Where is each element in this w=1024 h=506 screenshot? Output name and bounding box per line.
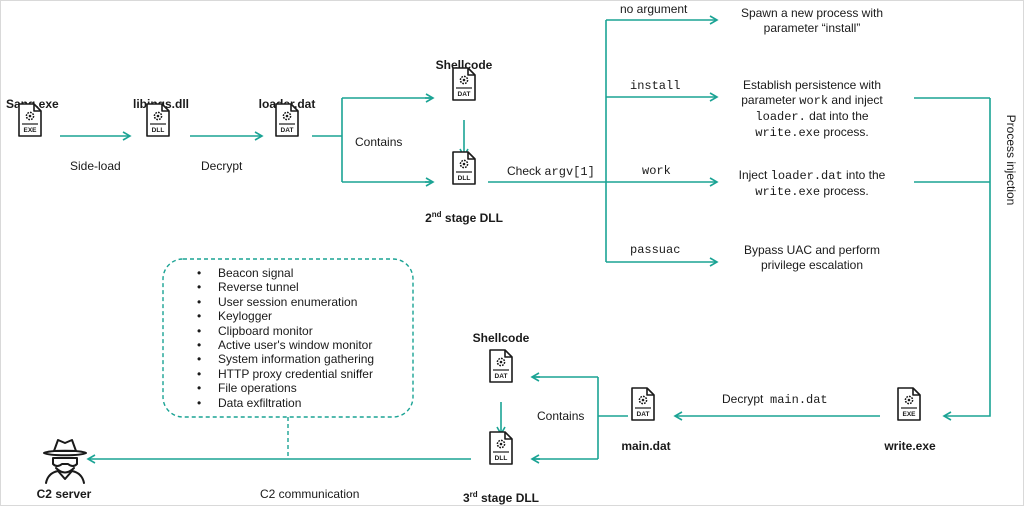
arg-install: install [630, 79, 681, 93]
capability-item: User session enumeration [197, 295, 374, 310]
capability-item: Data exfiltration [197, 396, 374, 411]
c2-communication-label: C2 communication [260, 487, 360, 501]
shellcode-top-file-icon: DAT [452, 67, 476, 101]
svg-text:DAT: DAT [637, 411, 650, 418]
svg-text:DLL: DLL [458, 175, 471, 182]
decrypt-main-label: Decrypt main.dat [722, 392, 828, 407]
svg-text:DAT: DAT [458, 91, 471, 98]
stage2-dll-label: 2nd stage DLL [425, 210, 503, 225]
stage3-file-icon: DLL [489, 431, 513, 465]
arg-passuac: passuac [630, 243, 681, 257]
capability-item: Beacon signal [197, 266, 374, 281]
svg-text:EXE: EXE [23, 127, 37, 134]
write-exe-label: write.exe [884, 439, 936, 453]
edge-contains-bottom [532, 376, 628, 460]
svg-text:DLL: DLL [495, 455, 508, 462]
stage2-file-icon: DLL [452, 151, 476, 185]
capability-item: HTTP proxy credential sniffer [197, 367, 374, 382]
process-injection-label: Process injection [1004, 114, 1018, 206]
side-load-label: Side-load [70, 159, 121, 173]
svg-text:DAT: DAT [495, 373, 508, 380]
stage3-dll-label: 3rd stage DLL [462, 490, 540, 505]
capability-item: Reverse tunnel [197, 280, 374, 295]
c2-server-icon [43, 439, 87, 484]
main-file-icon: DAT [631, 387, 655, 421]
capabilities-box [162, 258, 414, 418]
capability-item: Active user's window monitor [197, 338, 374, 353]
check-argv-label: Check argv[1] [507, 164, 595, 179]
libings-file-icon: DLL [146, 103, 170, 137]
shellcode-bottom-file-icon: DAT [489, 349, 513, 383]
decrypt-label: Decrypt [201, 159, 243, 173]
c2-server-label: C2 server [36, 487, 92, 501]
shellcode-bottom-label: Shellcode [472, 331, 530, 345]
capability-item: File operations [197, 381, 374, 396]
contains-bottom-label: Contains [537, 409, 585, 423]
shellcode-top-label: Shellcode [435, 58, 493, 72]
sang-file-icon: EXE [18, 103, 42, 137]
capability-item: Clipboard monitor [197, 324, 374, 339]
edge-contains-top [312, 97, 433, 183]
svg-text:DLL: DLL [152, 127, 165, 134]
write-file-icon: EXE [897, 387, 921, 421]
loader-file-icon: DAT [275, 103, 299, 137]
capability-item: Keylogger [197, 309, 374, 324]
svg-text:DAT: DAT [281, 127, 294, 134]
main-dat-label: main.dat [621, 439, 671, 453]
capability-item: System information gathering [197, 352, 374, 367]
arg-work: work [642, 164, 671, 178]
contains-top-label: Contains [355, 135, 403, 149]
edge-process-injection [914, 97, 991, 416]
capabilities-list: Beacon signalReverse tunnelUser session … [197, 266, 374, 410]
arg-no-argument: no argument [620, 2, 688, 16]
svg-text:EXE: EXE [902, 411, 916, 418]
